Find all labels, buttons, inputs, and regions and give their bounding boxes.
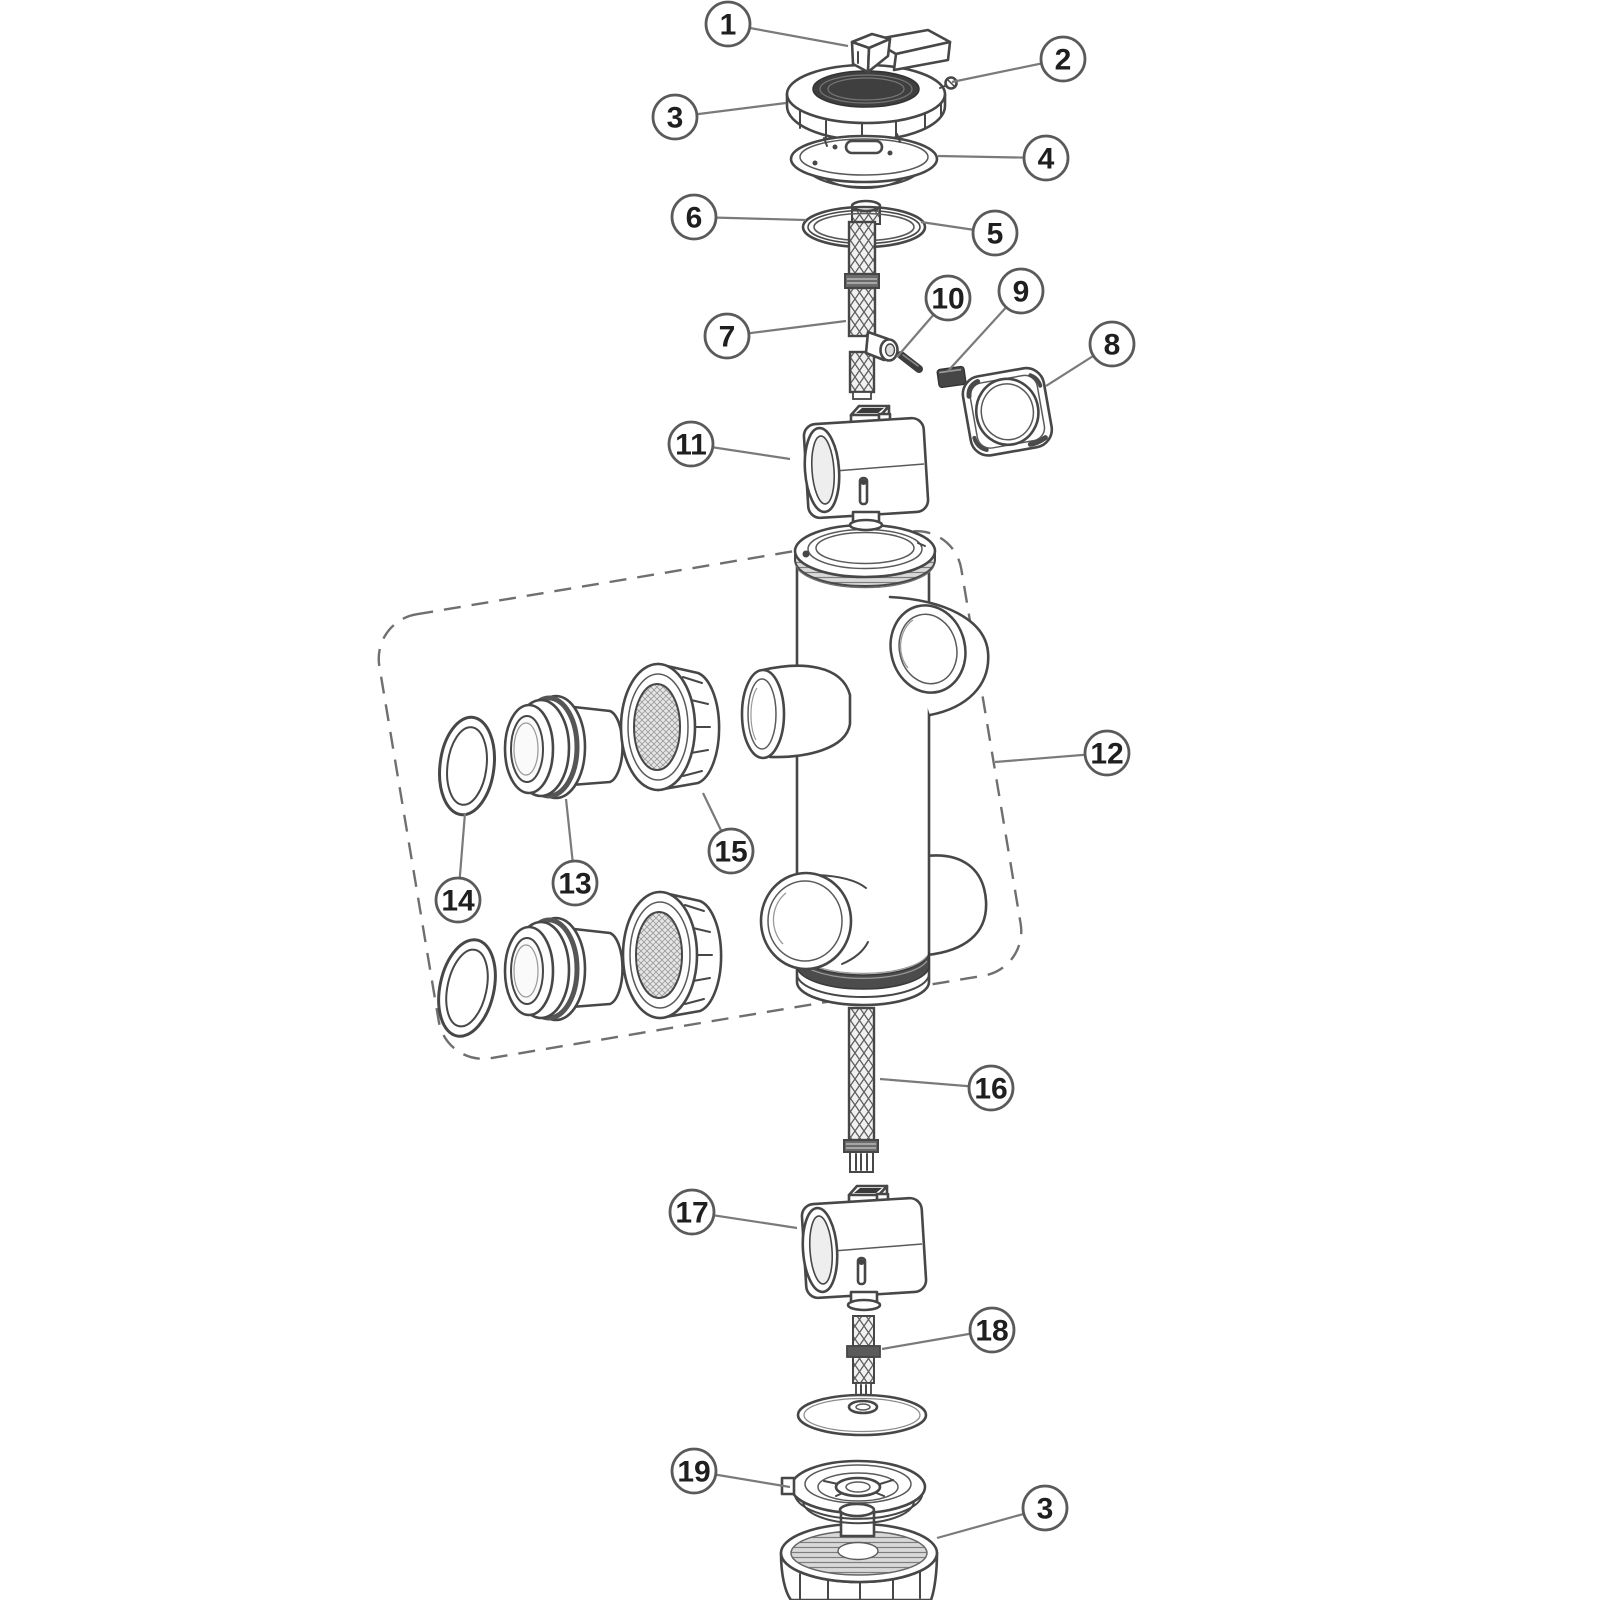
part-8-cam-plate — [961, 366, 1054, 457]
callout-12: 12 — [994, 729, 1131, 777]
callout-circle — [1021, 1484, 1069, 1532]
callout-16: 16 — [879, 1064, 1015, 1112]
callout-circle — [651, 93, 699, 141]
part-1-handle — [850, 28, 952, 74]
part-11-diverter-upper — [802, 404, 930, 532]
callout-number: 18 — [975, 1315, 1008, 1348]
callout-number: 11 — [675, 429, 707, 462]
part-17-diverter-lower — [798, 1184, 929, 1312]
callout-7: 7 — [703, 312, 847, 360]
part-16-shaft-lower — [843, 1006, 879, 1173]
callout-number: 16 — [974, 1073, 1007, 1106]
part-18-stub-shaft — [846, 1315, 881, 1402]
callout-circle — [1083, 729, 1131, 777]
body-port-lower-right — [924, 854, 988, 957]
callout-circle — [551, 859, 599, 907]
callout-2: 2 — [951, 35, 1087, 84]
callout-circle — [670, 1447, 718, 1495]
callout-circle — [967, 1064, 1015, 1112]
part-9-insert — [936, 365, 967, 389]
callout-circle — [997, 267, 1045, 315]
gasket-disc-bottom — [796, 1393, 928, 1437]
callout-10: 10 — [896, 274, 972, 358]
callout-13: 13 — [551, 798, 599, 907]
callout-number: 3 — [1037, 1493, 1054, 1526]
callout-5: 5 — [920, 209, 1019, 257]
callout-15: 15 — [702, 792, 755, 875]
body-port-lower-left — [759, 871, 869, 971]
body-port-upper-left — [740, 664, 852, 760]
callout-circle — [667, 420, 715, 468]
oring-upper — [438, 715, 496, 817]
part-4-cover — [789, 133, 939, 189]
body-port-upper-right — [888, 595, 990, 717]
callout-number: 2 — [1055, 44, 1072, 77]
callout-circle — [434, 876, 482, 924]
callout-circle — [670, 193, 718, 241]
callout-14: 14 — [434, 812, 482, 924]
callout-circle — [968, 1306, 1016, 1354]
callout-number: 13 — [558, 868, 591, 901]
callout-number: 12 — [1090, 738, 1123, 771]
callout-number: 4 — [1038, 143, 1055, 176]
part-19-bottom-diffuser — [780, 1459, 927, 1538]
callout-number: 15 — [714, 836, 747, 869]
callout-number: 17 — [675, 1197, 708, 1230]
union-nut-upper — [619, 662, 721, 792]
callout-number: 5 — [987, 218, 1004, 251]
part-7-shaft-upper — [844, 220, 899, 400]
callout-number: 19 — [677, 1456, 710, 1489]
callout-number: 3 — [667, 102, 684, 135]
callout-18: 18 — [881, 1306, 1016, 1354]
callout-circle — [1039, 35, 1087, 83]
callout-8: 8 — [1045, 320, 1136, 387]
callout-circle — [707, 827, 755, 875]
part-3-lock-ring-top — [785, 63, 947, 142]
callout-circle — [1022, 134, 1070, 182]
part-2-screw — [939, 76, 958, 90]
callout-11: 11 — [667, 420, 791, 468]
collar-lug — [802, 550, 810, 558]
callout-4: 4 — [937, 134, 1070, 182]
callout-circle — [1088, 320, 1136, 368]
callout-circle — [924, 274, 972, 322]
callout-17: 17 — [668, 1188, 798, 1236]
callout-number: 9 — [1013, 276, 1030, 309]
part-10-pin — [897, 351, 923, 373]
callout-number: 14 — [441, 885, 475, 918]
callout-circle — [704, 0, 752, 48]
callout-number: 6 — [686, 202, 703, 235]
callout-3: 3 — [651, 93, 787, 141]
part-12-valve-body-assembly — [377, 523, 1023, 1060]
callout-number: 10 — [931, 283, 964, 316]
callout-6: 6 — [670, 193, 807, 241]
union-adapter-upper — [503, 694, 624, 800]
dashed-boundary-box — [377, 530, 1023, 1060]
union-nut-lower — [621, 890, 723, 1020]
oring-lower — [437, 938, 497, 1038]
callout-number: 8 — [1104, 329, 1121, 362]
callout-3: 3 — [936, 1484, 1069, 1540]
callout-circle — [703, 312, 751, 360]
callout-1: 1 — [704, 0, 849, 48]
shaft-top-hub — [850, 199, 882, 225]
part-5-6-gasket-stack — [801, 199, 927, 249]
callout-number: 1 — [720, 9, 737, 42]
callout-9: 9 — [947, 267, 1045, 372]
callout-circle — [971, 209, 1019, 257]
part-3-lock-ring-bottom — [779, 1522, 939, 1600]
shaft-side-knob — [864, 330, 899, 362]
callout-circle — [668, 1188, 716, 1236]
callout-number: 7 — [719, 321, 736, 354]
union-adapter-lower — [503, 916, 624, 1022]
callout-19: 19 — [670, 1447, 791, 1495]
